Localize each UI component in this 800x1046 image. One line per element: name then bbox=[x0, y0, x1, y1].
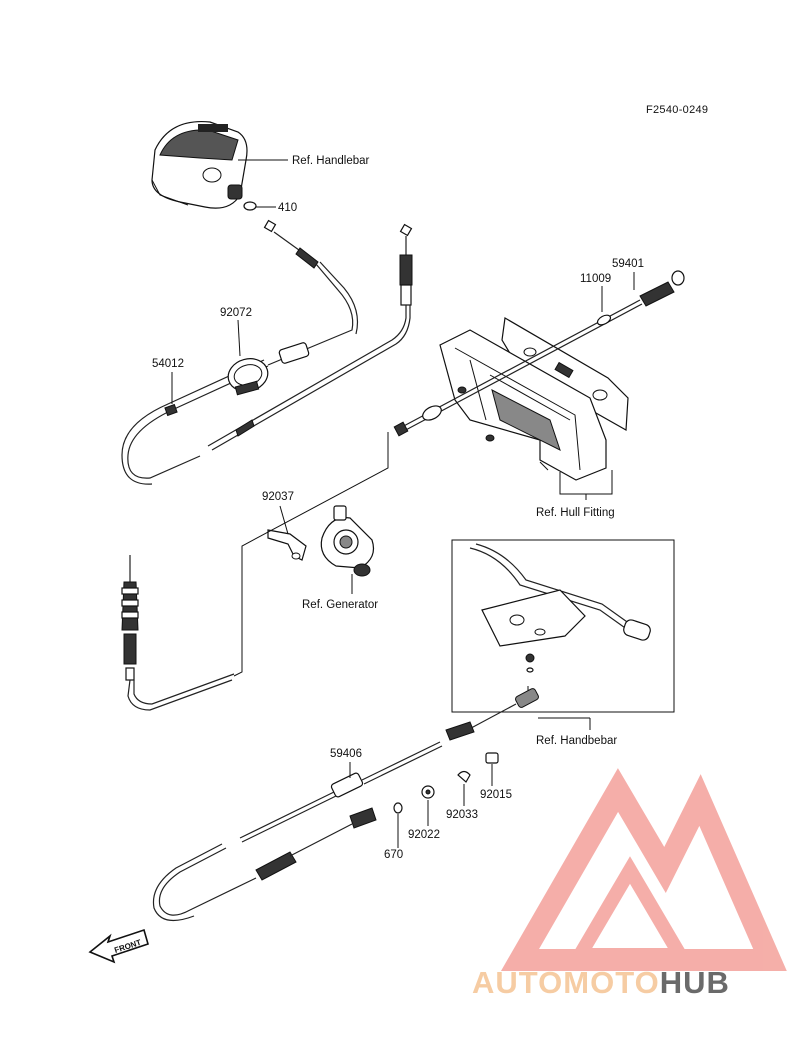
hull-fitting-bracket bbox=[439, 317, 629, 481]
generator-unit bbox=[320, 505, 375, 577]
part-number-92037: 92037 bbox=[262, 491, 294, 503]
label-ref-hull-fitting: Ref. Hull Fitting bbox=[536, 507, 615, 519]
front-arrow-icon: FRONT bbox=[88, 928, 149, 964]
part-number-59401: 59401 bbox=[612, 258, 644, 270]
part-number-92015: 92015 bbox=[480, 789, 512, 801]
watermark-text-hub: HUB bbox=[660, 965, 730, 1000]
throttle-cable-right-strand bbox=[207, 223, 413, 451]
part-number-410: 410 bbox=[278, 202, 297, 214]
part-number-11009: 11009 bbox=[580, 273, 611, 285]
handlebar-switch-housing bbox=[151, 120, 257, 211]
watermark-text-auto: AUTOMOTO bbox=[472, 965, 660, 1000]
label-ref-handlebar-top: Ref. Handlebar bbox=[292, 155, 370, 167]
label-ref-handlebar-bottom: Ref. Handbebar bbox=[536, 735, 617, 747]
choke-cable-left bbox=[121, 555, 235, 711]
cable-59401 bbox=[393, 270, 685, 437]
diagram-code: F2540-0249 bbox=[646, 104, 708, 116]
throttle-cable-upper bbox=[121, 219, 359, 485]
part-number-670: 670 bbox=[384, 849, 403, 861]
part-number-92033: 92033 bbox=[446, 809, 478, 821]
cable-bracket-92037 bbox=[267, 529, 307, 561]
cable-clamp-92072 bbox=[227, 358, 269, 396]
cable-59406 bbox=[152, 688, 539, 922]
watermark-logo: AUTOMOTOHUB bbox=[472, 768, 787, 1000]
part-number-92022: 92022 bbox=[408, 829, 440, 841]
part-number-59406: 59406 bbox=[330, 748, 362, 760]
part-number-54012: 54012 bbox=[152, 358, 184, 370]
svg-text:AUTOMOTOHUB: AUTOMOTOHUB bbox=[472, 965, 730, 1000]
label-ref-generator: Ref. Generator bbox=[302, 599, 378, 611]
part-number-92072: 92072 bbox=[220, 307, 252, 319]
small-parts bbox=[393, 752, 499, 814]
handlebar-inset bbox=[451, 539, 675, 713]
